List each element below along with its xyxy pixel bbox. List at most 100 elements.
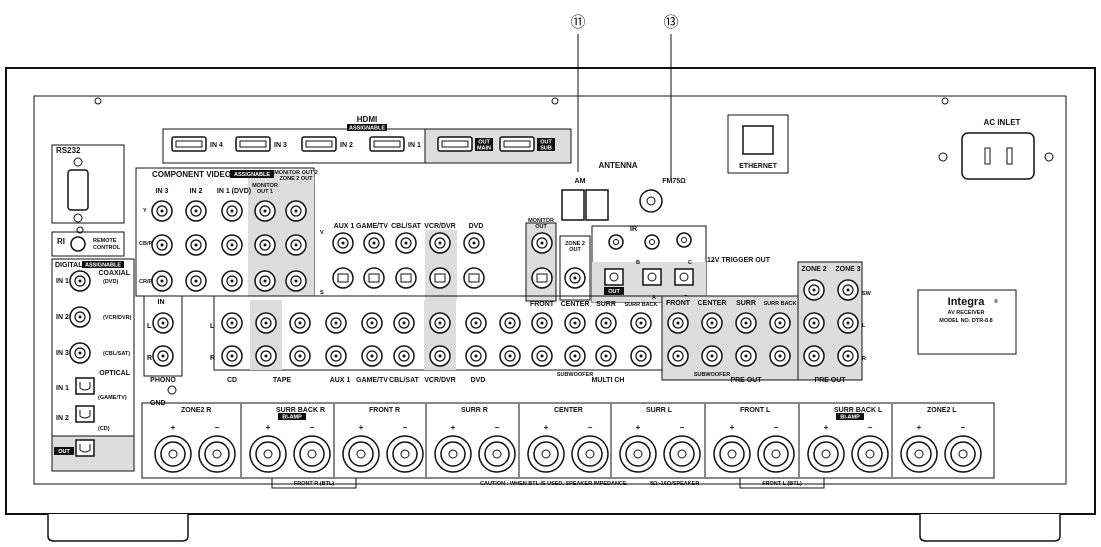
audio-jack-l[interactable] bbox=[630, 312, 652, 334]
audio-jack-r[interactable] bbox=[325, 345, 347, 367]
hdmi-in-3[interactable] bbox=[235, 136, 271, 152]
speaker-terminal[interactable] bbox=[527, 435, 565, 473]
speaker-terminal[interactable] bbox=[293, 435, 331, 473]
speaker-terminal[interactable] bbox=[478, 435, 516, 473]
component-video-jack[interactable] bbox=[221, 270, 243, 292]
fm-antenna-jack[interactable] bbox=[639, 189, 663, 213]
optical-jack[interactable] bbox=[75, 439, 95, 457]
svideo-jack[interactable] bbox=[332, 267, 354, 289]
preout-jack[interactable] bbox=[735, 312, 757, 334]
composite-video-jack[interactable] bbox=[463, 232, 485, 254]
speaker-terminal[interactable] bbox=[619, 435, 657, 473]
speaker-terminal[interactable] bbox=[757, 435, 795, 473]
am-terminal-right[interactable] bbox=[585, 189, 609, 221]
speaker-terminal[interactable] bbox=[198, 435, 236, 473]
audio-jack-l[interactable] bbox=[221, 312, 243, 334]
audio-jack-r[interactable] bbox=[221, 345, 243, 367]
speaker-terminal[interactable] bbox=[154, 435, 192, 473]
component-video-jack[interactable] bbox=[221, 200, 243, 222]
digital-coaxial-jack[interactable] bbox=[69, 270, 91, 292]
zone-preout-jack[interactable] bbox=[837, 279, 859, 301]
svideo-jack[interactable] bbox=[429, 267, 451, 289]
svideo-jack[interactable] bbox=[363, 267, 385, 289]
component-video-jack[interactable] bbox=[185, 200, 207, 222]
ir-jack[interactable] bbox=[608, 234, 624, 250]
ac-inlet[interactable] bbox=[961, 132, 1035, 180]
audio-jack-l[interactable] bbox=[595, 312, 617, 334]
audio-jack-l[interactable] bbox=[531, 312, 553, 334]
audio-jack-r[interactable] bbox=[531, 345, 553, 367]
audio-jack-r[interactable] bbox=[361, 345, 383, 367]
audio-jack-l[interactable] bbox=[564, 312, 586, 334]
optical-jack[interactable] bbox=[75, 377, 95, 395]
audio-jack-l[interactable] bbox=[289, 312, 311, 334]
trigger-jack[interactable] bbox=[642, 268, 662, 286]
preout-jack[interactable] bbox=[769, 312, 791, 334]
zone-preout-jack[interactable] bbox=[803, 279, 825, 301]
zone-preout-jack[interactable] bbox=[803, 345, 825, 367]
preout-jack[interactable] bbox=[701, 312, 723, 334]
preout-jack[interactable] bbox=[701, 345, 723, 367]
audio-jack-r[interactable] bbox=[465, 345, 487, 367]
speaker-terminal[interactable] bbox=[571, 435, 609, 473]
composite-video-jack[interactable] bbox=[531, 232, 553, 254]
speaker-terminal[interactable] bbox=[900, 435, 938, 473]
digital-coaxial-jack[interactable] bbox=[69, 342, 91, 364]
hdmi-in-4[interactable] bbox=[171, 136, 207, 152]
zone2-video-out-jack[interactable] bbox=[564, 267, 586, 289]
phono-l-jack[interactable] bbox=[152, 312, 174, 334]
ir-jack[interactable] bbox=[644, 234, 660, 250]
zone-preout-jack[interactable] bbox=[803, 312, 825, 334]
speaker-terminal[interactable] bbox=[342, 435, 380, 473]
component-video-jack[interactable] bbox=[151, 270, 173, 292]
composite-video-jack[interactable] bbox=[429, 232, 451, 254]
phono-r-jack[interactable] bbox=[152, 345, 174, 367]
zone-preout-jack[interactable] bbox=[837, 312, 859, 334]
trigger-jack[interactable] bbox=[674, 268, 694, 286]
component-video-jack[interactable] bbox=[285, 234, 307, 256]
hdmi-out-sub[interactable] bbox=[499, 136, 535, 152]
trigger-jack[interactable] bbox=[604, 268, 624, 286]
component-video-jack[interactable] bbox=[221, 234, 243, 256]
audio-jack-l[interactable] bbox=[255, 312, 277, 334]
component-video-jack[interactable] bbox=[151, 234, 173, 256]
digital-coaxial-jack[interactable] bbox=[69, 306, 91, 328]
am-terminal-left[interactable] bbox=[561, 189, 585, 221]
svideo-jack[interactable] bbox=[531, 267, 553, 289]
component-video-jack[interactable] bbox=[185, 234, 207, 256]
component-video-jack[interactable] bbox=[254, 270, 276, 292]
audio-jack-r[interactable] bbox=[564, 345, 586, 367]
audio-jack-r[interactable] bbox=[429, 345, 451, 367]
component-video-jack[interactable] bbox=[185, 270, 207, 292]
audio-jack-l[interactable] bbox=[429, 312, 451, 334]
component-video-jack[interactable] bbox=[254, 200, 276, 222]
preout-jack[interactable] bbox=[735, 345, 757, 367]
audio-jack-l[interactable] bbox=[499, 312, 521, 334]
speaker-terminal[interactable] bbox=[944, 435, 982, 473]
composite-video-jack[interactable] bbox=[395, 232, 417, 254]
component-video-jack[interactable] bbox=[151, 200, 173, 222]
audio-jack-l[interactable] bbox=[361, 312, 383, 334]
composite-video-jack[interactable] bbox=[332, 232, 354, 254]
audio-jack-r[interactable] bbox=[255, 345, 277, 367]
audio-jack-r[interactable] bbox=[630, 345, 652, 367]
speaker-terminal[interactable] bbox=[807, 435, 845, 473]
speaker-terminal[interactable] bbox=[713, 435, 751, 473]
ri-jack[interactable] bbox=[70, 236, 86, 252]
hdmi-in-2[interactable] bbox=[301, 136, 337, 152]
rs232-port[interactable] bbox=[67, 169, 89, 211]
composite-video-jack[interactable] bbox=[363, 232, 385, 254]
preout-jack[interactable] bbox=[667, 312, 689, 334]
hdmi-out-main[interactable] bbox=[437, 136, 473, 152]
ir-jack[interactable] bbox=[676, 232, 692, 248]
speaker-terminal[interactable] bbox=[249, 435, 287, 473]
audio-jack-r[interactable] bbox=[393, 345, 415, 367]
speaker-terminal[interactable] bbox=[386, 435, 424, 473]
audio-jack-r[interactable] bbox=[289, 345, 311, 367]
preout-jack[interactable] bbox=[667, 345, 689, 367]
svideo-jack[interactable] bbox=[463, 267, 485, 289]
audio-jack-r[interactable] bbox=[595, 345, 617, 367]
ethernet-port[interactable] bbox=[742, 125, 774, 155]
audio-jack-l[interactable] bbox=[393, 312, 415, 334]
optical-jack[interactable] bbox=[75, 405, 95, 423]
